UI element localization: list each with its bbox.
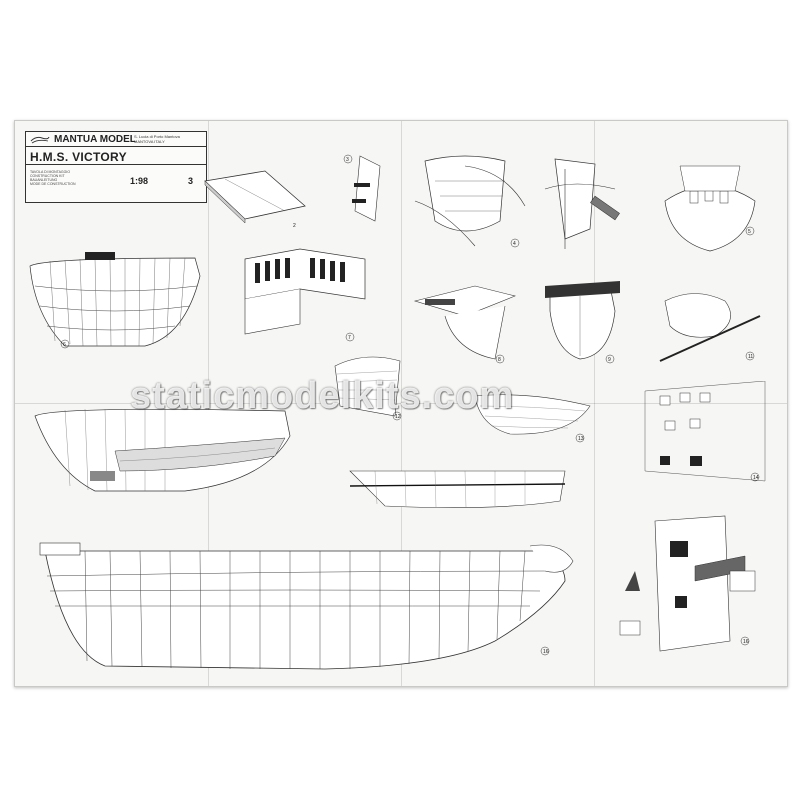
drawing-cannon-detail: 16 (615, 511, 765, 661)
mantua-logo-icon (30, 136, 50, 144)
fold-line (401, 121, 402, 686)
svg-text:4: 4 (513, 241, 516, 247)
sheet-number: 3 (188, 176, 194, 186)
drawing-hand-tool: 11 (655, 281, 765, 366)
drawing-stern-bulkhead: 7 (225, 239, 385, 349)
drawing-hull-planked (25, 396, 305, 501)
drawing-detail-3: 3 (340, 151, 400, 231)
svg-text:14: 14 (753, 475, 759, 481)
drawing-clamp (535, 149, 635, 259)
drawing-bow-planking: 13 (470, 386, 600, 446)
svg-text:16: 16 (743, 639, 749, 645)
svg-text:3: 3 (346, 157, 349, 163)
drawing-hull-frames: 6 (25, 246, 215, 356)
language-labels: TAVOLA DI MONTAGGIO CONSTRUCTION KIT BAU… (30, 170, 76, 186)
svg-text:8: 8 (498, 357, 501, 363)
svg-text:16: 16 (543, 649, 549, 655)
drawing-gun-ports: 14 (635, 381, 775, 491)
svg-text:13: 13 (578, 436, 584, 442)
drawing-stern-carving: 5 (650, 151, 770, 261)
drawing-transom: 9 (530, 271, 640, 366)
brand-name: MANTUA MODEL (54, 134, 136, 145)
svg-text:2: 2 (293, 223, 296, 229)
fold-line (208, 121, 209, 686)
drawing-bow-plating: 12 (325, 346, 415, 426)
svg-text:6: 6 (63, 342, 66, 348)
svg-text:7: 7 (348, 335, 351, 341)
svg-text:9: 9 (608, 357, 611, 363)
fold-line (594, 121, 595, 686)
instruction-sheet: MANTUA MODEL S. Lucia di Porto Mantova M… (14, 120, 788, 687)
ship-name: H.M.S. VICTORY (30, 150, 127, 164)
scale-label: 1:98 (130, 176, 149, 186)
drawing-stern-frame: 4 (405, 151, 535, 251)
svg-text:11: 11 (748, 354, 753, 360)
svg-text:12: 12 (395, 414, 401, 420)
svg-text:5: 5 (748, 229, 751, 235)
drawing-plank: 2 (195, 161, 315, 231)
brand-address: S. Lucia di Porto Mantova MANTOVA ITALY (134, 134, 180, 144)
fold-line (15, 403, 787, 404)
drawing-full-hull-profile: 16 (25, 521, 585, 681)
watermark: staticmodelkits.com (130, 375, 515, 417)
drawing-stern-assembly: 8 (405, 271, 525, 366)
title-block: MANTUA MODEL S. Lucia di Porto Mantova M… (25, 131, 207, 203)
drawing-side-profile (345, 466, 575, 516)
